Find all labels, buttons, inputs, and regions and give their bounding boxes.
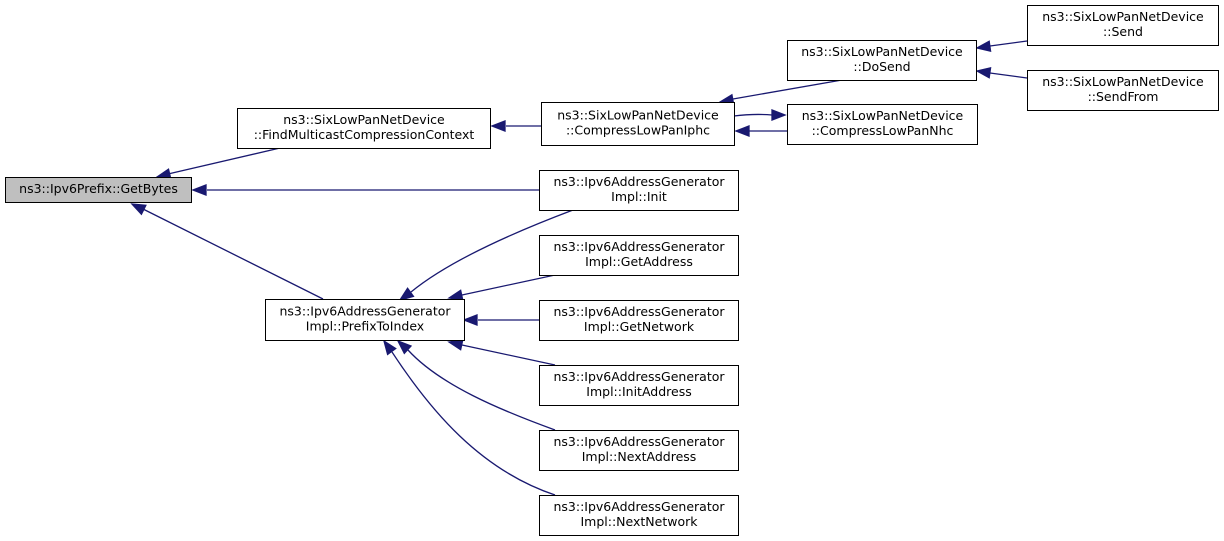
node-label-line: ns3::Ipv6AddressGenerator bbox=[553, 239, 725, 254]
node-label-line: Impl::PrefixToIndex bbox=[306, 319, 424, 334]
node-compressnhc[interactable]: ns3::SixLowPanNetDevice::CompressLowPanN… bbox=[787, 104, 978, 145]
edge-line bbox=[167, 147, 281, 175]
edge-line bbox=[732, 79, 843, 100]
edge-line bbox=[461, 344, 556, 366]
node-label-line: ns3::Ipv6AddressGenerator bbox=[553, 304, 725, 319]
edge-line bbox=[989, 40, 1028, 47]
node-box bbox=[787, 104, 978, 145]
node-nextaddress[interactable]: ns3::Ipv6AddressGeneratorImpl::NextAddre… bbox=[539, 430, 739, 471]
edge-prefixtoindex-to-getbytes bbox=[130, 203, 324, 300]
arrowhead bbox=[191, 184, 207, 196]
node-box bbox=[237, 108, 491, 149]
node-box bbox=[539, 495, 739, 536]
node-findmulticast[interactable]: ns3::SixLowPanNetDevice::FindMulticastCo… bbox=[237, 108, 491, 149]
arrowhead bbox=[975, 67, 992, 79]
edge-line bbox=[391, 351, 556, 496]
edge-getnetwork-to-prefixtoindex bbox=[462, 314, 539, 326]
node-box bbox=[1027, 5, 1219, 46]
node-label-line: ::CompressLowPanIphc bbox=[566, 123, 710, 138]
node-dosend[interactable]: ns3::SixLowPanNetDevice::DoSend bbox=[787, 40, 977, 81]
node-prefixtoindex[interactable]: ns3::Ipv6AddressGeneratorImpl::PrefixToI… bbox=[265, 299, 465, 341]
node-label-line: ns3::Ipv6AddressGenerator bbox=[279, 304, 451, 319]
edge-line bbox=[410, 209, 574, 293]
node-label-line: ns3::SixLowPanNetDevice bbox=[1042, 74, 1204, 89]
node-label-line: ns3::SixLowPanNetDevice bbox=[283, 112, 445, 127]
node-label-line: ::CompressLowPanNhc bbox=[812, 123, 954, 138]
edge-line bbox=[733, 113, 773, 117]
arrowhead bbox=[462, 314, 478, 326]
node-box bbox=[1027, 70, 1219, 111]
arrowhead bbox=[447, 289, 464, 301]
node-box bbox=[539, 300, 739, 341]
node-label-line: Impl::NextNetwork bbox=[580, 514, 698, 529]
arrowhead bbox=[771, 109, 787, 121]
edge-compressiphc-to-findmulticast bbox=[490, 120, 541, 132]
node-label-line: Impl::GetAddress bbox=[585, 254, 693, 269]
node-label-line: ns3::SixLowPanNetDevice bbox=[802, 108, 964, 123]
node-label-line: ns3::Ipv6AddressGenerator bbox=[553, 174, 725, 189]
arrowhead bbox=[490, 120, 506, 132]
edge-init-to-getbytes bbox=[191, 184, 539, 196]
edge-nextaddress-to-prefixtoindex bbox=[396, 339, 556, 431]
arrowhead bbox=[975, 40, 992, 52]
edge-init-to-prefixtoindex bbox=[398, 209, 574, 302]
edge-compressnhc-to-compressiphc bbox=[734, 125, 787, 137]
node-sendfrom[interactable]: ns3::SixLowPanNetDevice::SendFrom bbox=[1027, 70, 1219, 111]
node-label-line: ns3::Ipv6AddressGenerator bbox=[553, 434, 725, 449]
node-box bbox=[539, 170, 739, 211]
node-label-line: Impl::InitAddress bbox=[586, 384, 691, 399]
node-box bbox=[787, 40, 977, 81]
node-box bbox=[539, 365, 739, 406]
edge-findmulticast-to-getbytes bbox=[155, 147, 281, 180]
arrowhead bbox=[734, 125, 750, 137]
edge-line bbox=[142, 208, 324, 300]
node-label-line: ::FindMulticastCompressionContext bbox=[254, 127, 475, 142]
node-getbytes[interactable]: ns3::Ipv6Prefix::GetBytes bbox=[5, 177, 192, 203]
node-getaddress[interactable]: ns3::Ipv6AddressGeneratorImpl::GetAddres… bbox=[539, 235, 739, 276]
node-label-line: ns3::SixLowPanNetDevice bbox=[557, 108, 719, 123]
arrowhead bbox=[447, 339, 464, 351]
edge-send-to-dosend bbox=[975, 40, 1028, 52]
node-label-line: Impl::NextAddress bbox=[582, 449, 697, 464]
node-box bbox=[5, 177, 192, 203]
node-label-line: ns3::SixLowPanNetDevice bbox=[801, 44, 963, 59]
edge-line bbox=[407, 349, 556, 431]
edge-getaddress-to-prefixtoindex bbox=[447, 274, 556, 301]
node-label-line: ns3::Ipv6Prefix::GetBytes bbox=[19, 181, 178, 196]
node-label-line: Impl::Init bbox=[611, 189, 667, 204]
edge-line bbox=[461, 274, 556, 296]
arrowhead bbox=[396, 339, 413, 355]
node-label-line: ns3::Ipv6AddressGenerator bbox=[553, 499, 725, 514]
edge-dosend-to-compressiphc bbox=[718, 79, 843, 106]
arrowhead bbox=[398, 287, 415, 302]
call-graph-edges bbox=[130, 40, 1028, 496]
node-send[interactable]: ns3::SixLowPanNetDevice::Send bbox=[1027, 5, 1219, 46]
node-box bbox=[265, 299, 465, 341]
node-label-line: ::Send bbox=[1103, 24, 1143, 39]
call-graph-nodes: ns3::Ipv6Prefix::GetBytes ns3::SixLowPanN… bbox=[5, 5, 1219, 536]
edge-line bbox=[989, 72, 1028, 79]
node-label-line: ns3::Ipv6AddressGenerator bbox=[553, 369, 725, 384]
node-box bbox=[541, 102, 735, 146]
node-label-line: ns3::SixLowPanNetDevice bbox=[1042, 9, 1204, 24]
edge-initaddress-to-prefixtoindex bbox=[447, 339, 556, 366]
node-box bbox=[539, 235, 739, 276]
node-box bbox=[539, 430, 739, 471]
node-label-line: ::DoSend bbox=[853, 59, 910, 74]
edge-nextnetwork-to-prefixtoindex bbox=[382, 339, 556, 496]
node-initaddress[interactable]: ns3::Ipv6AddressGeneratorImpl::InitAddre… bbox=[539, 365, 739, 406]
arrowhead bbox=[382, 339, 397, 356]
node-nextnetwork[interactable]: ns3::Ipv6AddressGeneratorImpl::NextNetwo… bbox=[539, 495, 739, 536]
node-getnetwork[interactable]: ns3::Ipv6AddressGeneratorImpl::GetNetwor… bbox=[539, 300, 739, 341]
edge-sendfrom-to-dosend bbox=[975, 67, 1028, 79]
arrowhead bbox=[130, 203, 147, 216]
node-compressiphc[interactable]: ns3::SixLowPanNetDevice::CompressLowPanI… bbox=[541, 102, 735, 146]
node-label-line: ::SendFrom bbox=[1088, 89, 1159, 104]
node-label-line: Impl::GetNetwork bbox=[584, 319, 695, 334]
edge-compressiphc-to-compressnhc bbox=[733, 109, 787, 121]
